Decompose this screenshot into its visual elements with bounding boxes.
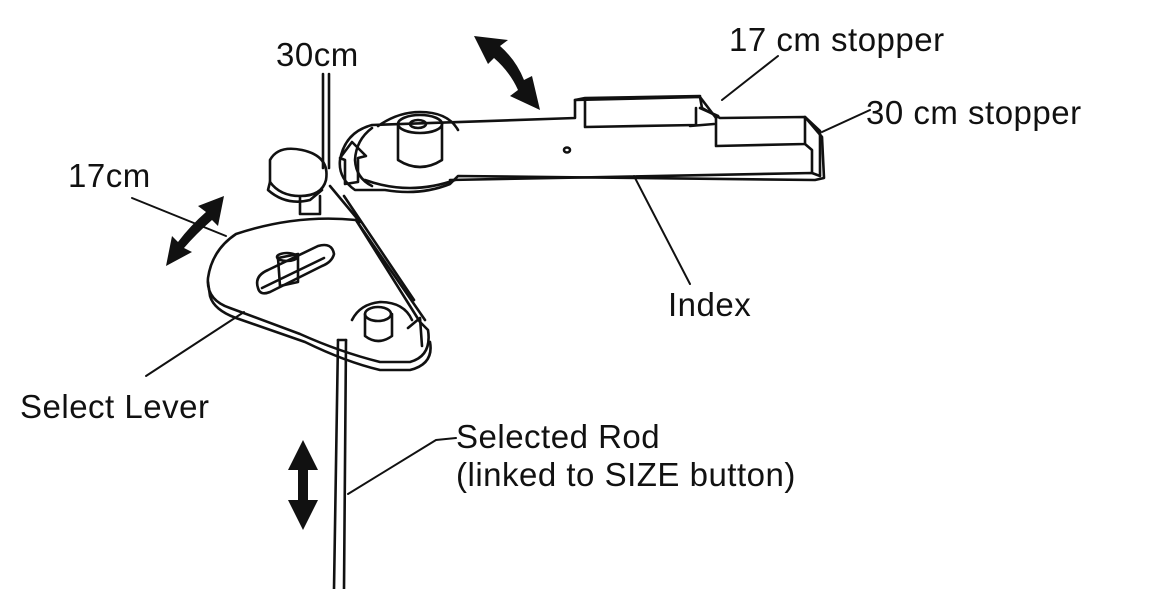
label-select-lever: Select Lever <box>20 388 210 425</box>
index-arm <box>338 94 826 194</box>
label-17cm: 17cm <box>68 157 151 194</box>
leader-index <box>633 175 691 285</box>
label-index: Index <box>668 286 752 323</box>
thirty-cm-pointer <box>321 72 331 170</box>
selected-rod <box>332 338 348 589</box>
leader-lines <box>131 55 871 495</box>
select-cam <box>266 147 328 216</box>
select-lever-motion-arrow-icon <box>166 196 224 266</box>
linkage-lines <box>328 184 416 302</box>
leader-select-lever <box>145 311 245 377</box>
leader-30cm-stopper <box>821 109 871 133</box>
label-30cm: 30cm <box>276 36 359 73</box>
label-selected-rod-line1: Selected Rod <box>456 418 661 455</box>
select-lever-plate <box>206 217 432 372</box>
seventeen-cm-stopper <box>688 95 718 128</box>
thirty-cm-stopper <box>803 115 822 177</box>
label-selected-rod: Selected Rod (linked to SIZE button) <box>456 418 796 494</box>
label-17cm-stopper: 17 cm stopper <box>729 21 945 58</box>
leader-17cm <box>131 197 227 237</box>
index-small-arrow <box>338 140 368 186</box>
label-selected-rod-line2: (linked to SIZE button) <box>456 455 796 493</box>
index-pivot-post <box>363 110 460 190</box>
leader-selected-rod <box>347 437 457 495</box>
index-motion-arrow-icon <box>474 36 540 110</box>
label-30cm-stopper: 30 cm stopper <box>866 94 1082 131</box>
leader-17cm-stopper <box>721 55 779 101</box>
rod-motion-arrow-icon <box>288 440 318 530</box>
